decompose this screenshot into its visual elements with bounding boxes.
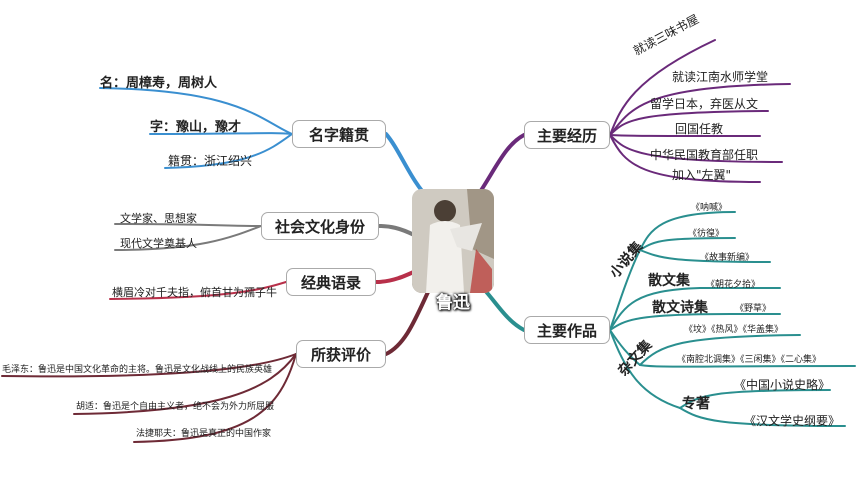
work-yecao: 《野草》 bbox=[735, 304, 772, 314]
leaf-exp-jiangnan: 就读江南水师学堂 bbox=[672, 70, 769, 84]
link-novels-0 bbox=[639, 211, 736, 251]
link-works-prosepoems bbox=[609, 313, 731, 331]
link-mono-0 bbox=[679, 389, 831, 409]
leaf-quote: 横眉冷对千夫指，俯首甘为孺子牛 bbox=[112, 286, 277, 299]
link-center-exp bbox=[476, 133, 526, 197]
link-exp-3 bbox=[609, 134, 761, 137]
work-essays-2: 《南腔北调集》《三闲集》《二心集》 bbox=[677, 355, 822, 365]
link-exp-4 bbox=[609, 134, 783, 163]
leaf-exp-left-league: 加入"左翼" bbox=[672, 168, 732, 182]
leaf-exp-japan: 留学日本，弃医从文 bbox=[650, 97, 759, 111]
branch-name-origin[interactable]: 名字籍贯 bbox=[292, 120, 386, 148]
link-exp-2 bbox=[609, 110, 769, 136]
branch-main-experiences[interactable]: 主要经历 bbox=[524, 121, 610, 149]
link-works-essays bbox=[609, 329, 641, 366]
link-name-1 bbox=[149, 132, 293, 135]
lu-xun-portrait bbox=[412, 189, 494, 293]
link-essays-1 bbox=[639, 364, 856, 368]
link-eval-2 bbox=[133, 353, 297, 443]
branch-classic-quotes[interactable]: 经典语录 bbox=[286, 268, 376, 296]
sub-monographs: 专著 bbox=[682, 396, 710, 412]
center-label: 鲁迅 bbox=[436, 293, 470, 313]
branch-evaluations[interactable]: 所获评价 bbox=[296, 340, 386, 368]
link-works-mono bbox=[609, 329, 681, 409]
work-wenxueshi-gangyao: 《汉文学史纲要》 bbox=[744, 414, 841, 428]
link-mono-1 bbox=[679, 407, 846, 427]
leaf-courtesy-name: 字：豫山，豫才 bbox=[150, 120, 242, 135]
link-exp-1 bbox=[609, 83, 791, 136]
portrait-figure-icon bbox=[412, 189, 494, 293]
link-novels-1 bbox=[639, 237, 736, 251]
link-exp-5 bbox=[609, 134, 761, 183]
branch-social-identity[interactable]: 社会文化身份 bbox=[261, 212, 379, 240]
link-name-0 bbox=[99, 87, 293, 135]
leaf-identity-writer: 文学家、思想家 bbox=[120, 212, 197, 225]
link-center-identity bbox=[377, 224, 416, 237]
work-panghuang: 《彷徨》 bbox=[688, 229, 725, 239]
link-eval-1 bbox=[73, 353, 297, 415]
link-identity-1 bbox=[114, 225, 262, 251]
leaf-hometown: 籍贯：浙江绍兴 bbox=[168, 154, 253, 168]
leaf-eval-fadeyev: 法捷耶夫：鲁迅是真正的中国作家 bbox=[136, 429, 272, 439]
sub-prose: 散文集 bbox=[648, 273, 690, 289]
leaf-name: 名：周樟寿，周树人 bbox=[100, 76, 218, 91]
leaf-eval-hushi: 胡适：鲁迅是个自由主义者，绝不会为外力所屈服 bbox=[76, 402, 275, 412]
link-name-2 bbox=[164, 133, 293, 169]
branch-main-works[interactable]: 主要作品 bbox=[524, 316, 610, 344]
link-eval-0 bbox=[1, 353, 297, 378]
link-essays-0 bbox=[639, 334, 801, 366]
work-zhaohua-xishi: 《朝花夕拾》 bbox=[706, 280, 761, 290]
leaf-eval-mao: 毛泽东：鲁迅是中国文化革命的主将。鲁迅是文化战线上的民族英雄 bbox=[2, 365, 273, 375]
leaf-identity-founder: 现代文学奠基人 bbox=[120, 237, 197, 250]
link-works-prose bbox=[609, 287, 701, 331]
link-novels-2 bbox=[639, 249, 771, 263]
leaf-exp-teaching: 回国任教 bbox=[675, 122, 724, 136]
link-identity-0 bbox=[114, 223, 262, 227]
sub-prose-poems: 散文诗集 bbox=[652, 300, 708, 316]
link-exp-0 bbox=[609, 39, 716, 136]
work-essays-1: 《坟》《热风》《华盖集》 bbox=[684, 325, 784, 335]
link-center-eval bbox=[384, 290, 430, 356]
link-works-novels bbox=[609, 249, 641, 331]
link-quote-0 bbox=[109, 281, 287, 300]
work-xiaoshuo-shilue: 《中国小说史略》 bbox=[734, 378, 831, 392]
work-gushi-xinbian: 《故事新编》 bbox=[700, 253, 755, 263]
leaf-exp-ministry: 中华民国教育部任职 bbox=[650, 148, 759, 162]
work-nahan: 《呐喊》 bbox=[691, 203, 728, 213]
